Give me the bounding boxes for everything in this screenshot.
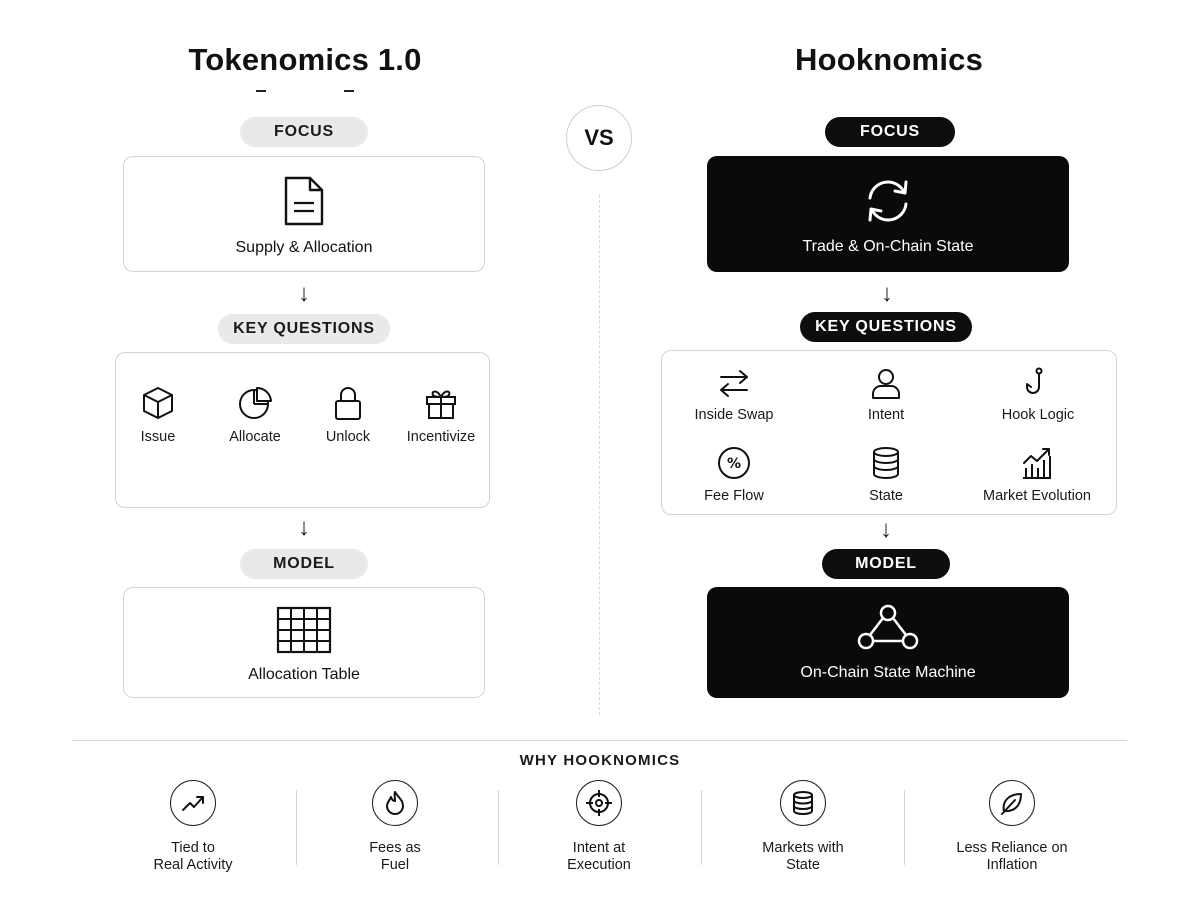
question-label: Hook Logic	[1001, 407, 1075, 423]
why-label: Intent at Execution	[567, 840, 631, 873]
why-label: Less Reliance on Inflation	[956, 840, 1068, 873]
left-model-card: Allocation Table	[123, 587, 485, 698]
swap-arrows-icon	[720, 370, 748, 397]
target-icon	[586, 790, 612, 816]
user-icon	[872, 369, 900, 399]
left-title: Tokenomics 1.0	[188, 42, 422, 77]
why-icon-circle	[576, 780, 622, 826]
why-separator	[701, 790, 702, 865]
left-questions-card: Issue Allocate Unlock Incentivize	[115, 352, 490, 508]
cube-icon	[143, 387, 173, 419]
right-key-questions-pill: KEY QUESTIONS	[800, 312, 972, 342]
question-inside-swap: Inside Swap	[679, 367, 789, 423]
right-questions-card: Inside Swap Intent Hook Logic % Fee Flow…	[661, 350, 1117, 515]
question-issue: Issue	[103, 385, 213, 445]
why-icon-circle	[170, 780, 216, 826]
question-intent: Intent	[831, 367, 941, 423]
percent-icon: %	[718, 447, 750, 479]
down-arrow-icon: ↓	[298, 280, 310, 307]
right-model-pill: MODEL	[822, 549, 950, 579]
leaf-icon	[1001, 793, 1022, 815]
model-card-label: On-Chain State Machine	[800, 664, 976, 681]
document-icon	[284, 176, 324, 226]
question-label: Inside Swap	[694, 407, 774, 423]
why-label: Tied to Real Activity	[153, 840, 233, 873]
down-arrow-icon: ↓	[881, 280, 893, 307]
question-label: Intent	[867, 407, 905, 423]
left-model-pill: MODEL	[240, 549, 368, 579]
question-fee-flow: % Fee Flow	[679, 446, 789, 504]
question-label: Unlock	[325, 429, 371, 445]
why-separator	[296, 790, 297, 865]
question-allocate: Allocate	[200, 385, 310, 445]
focus-card-label: Trade & On-Chain State	[802, 238, 974, 255]
question-hook-logic: Hook Logic	[983, 367, 1093, 423]
question-label: Market Evolution	[983, 488, 1091, 504]
gift-icon	[426, 390, 456, 419]
title-underline-mark	[344, 90, 354, 92]
question-label: State	[869, 488, 903, 504]
why-icon-circle	[780, 780, 826, 826]
down-arrow-icon: ↓	[880, 516, 892, 543]
question-label: Fee Flow	[704, 488, 764, 504]
title-underline-mark	[256, 90, 266, 92]
left-focus-pill: FOCUS	[240, 117, 368, 147]
why-separator	[904, 790, 905, 865]
why-item-less-inflation: Less Reliance on Inflation	[927, 780, 1097, 874]
database-icon	[793, 791, 813, 815]
why-separator	[498, 790, 499, 865]
down-arrow-icon: ↓	[298, 514, 310, 541]
table-icon	[276, 606, 332, 654]
question-label: Incentivize	[406, 429, 476, 445]
why-title: WHY HOOKNOMICS	[519, 752, 681, 769]
why-icon-circle	[372, 780, 418, 826]
flame-icon	[386, 791, 404, 815]
right-model-card: On-Chain State Machine	[707, 587, 1069, 698]
state-graph-icon	[857, 604, 919, 650]
right-focus-pill: FOCUS	[825, 117, 955, 147]
question-state: State	[831, 446, 941, 504]
why-item-fees-fuel: Fees as Fuel	[310, 780, 480, 874]
why-item-real-activity: Tied to Real Activity	[108, 780, 278, 874]
trend-chart-icon	[1023, 448, 1051, 479]
pie-chart-icon	[239, 386, 272, 419]
vs-badge: VS	[566, 105, 632, 171]
section-divider	[72, 740, 1127, 741]
why-label: Markets with State	[762, 840, 844, 873]
focus-card-label: Supply & Allocation	[235, 239, 373, 256]
question-incentivize: Incentivize	[386, 385, 496, 445]
right-focus-card: Trade & On-Chain State	[707, 156, 1069, 272]
question-unlock: Unlock	[293, 385, 403, 445]
left-focus-card: Supply & Allocation	[123, 156, 485, 272]
why-item-markets-state: Markets with State	[718, 780, 888, 874]
center-divider	[599, 195, 600, 715]
question-label: Allocate	[229, 429, 281, 445]
trend-up-icon	[182, 796, 204, 811]
database-icon	[873, 447, 899, 479]
model-card-label: Allocation Table	[248, 666, 360, 683]
question-market-evolution: Market Evolution	[982, 446, 1092, 504]
right-title: Hooknomics	[794, 42, 984, 77]
why-label: Fees as Fuel	[369, 840, 421, 873]
why-item-intent-execution: Intent at Execution	[514, 780, 684, 874]
refresh-icon	[868, 180, 908, 222]
hook-icon	[1026, 367, 1043, 394]
question-label: Issue	[140, 429, 176, 445]
left-key-questions-pill: KEY QUESTIONS	[218, 314, 390, 344]
why-icon-circle	[989, 780, 1035, 826]
lock-icon	[335, 387, 361, 420]
svg-text:%: %	[727, 456, 741, 472]
